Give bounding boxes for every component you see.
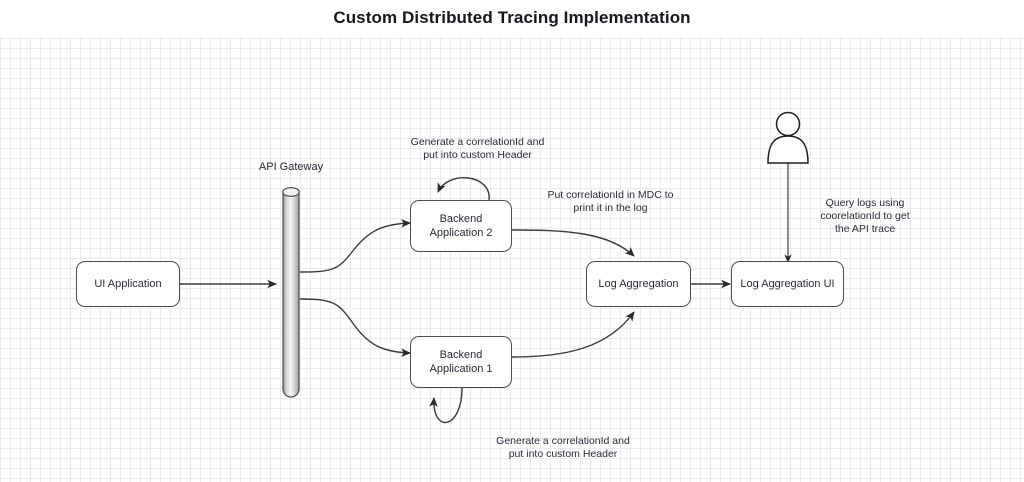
node-backend-application-1-label: Backend Application 1: [429, 349, 493, 375]
note-put-correlation-mdc-text: Put correlationId in MDC to print it in …: [547, 189, 674, 214]
page-title: Custom Distributed Tracing Implementatio…: [333, 8, 691, 27]
api-gateway-label: API Gateway: [231, 161, 351, 173]
note-generate-correlation-top-text: Generate a correlationId and put into cu…: [410, 136, 545, 161]
note-query-logs-text: Query logs using coorelationId to get th…: [820, 197, 910, 235]
node-log-aggregation-label: Log Aggregation: [598, 278, 679, 290]
node-log-aggregation[interactable]: Log Aggregation: [586, 261, 691, 307]
grid-background: [0, 37, 1024, 482]
node-backend-application-2-label: Backend Application 2: [429, 213, 493, 239]
node-backend-application-2[interactable]: Backend Application 2: [410, 200, 512, 252]
note-put-correlation-mdc: Put correlationId in MDC to print it in …: [518, 176, 703, 215]
node-ui-application[interactable]: UI Application: [76, 261, 180, 307]
note-query-logs: Query logs using coorelationId to get th…: [790, 184, 940, 236]
node-ui-application-label: UI Application: [94, 278, 162, 290]
note-generate-correlation-bottom: Generate a correlationId and put into cu…: [455, 422, 671, 461]
node-log-aggregation-ui[interactable]: Log Aggregation UI: [731, 261, 844, 307]
node-log-aggregation-ui-label: Log Aggregation UI: [740, 278, 835, 290]
note-generate-correlation-bottom-text: Generate a correlationId and put into cu…: [496, 435, 630, 460]
node-backend-application-1[interactable]: Backend Application 1: [410, 336, 512, 388]
note-generate-correlation-top: Generate a correlationId and put into cu…: [355, 123, 600, 162]
api-gateway-label-text: API Gateway: [258, 161, 324, 173]
